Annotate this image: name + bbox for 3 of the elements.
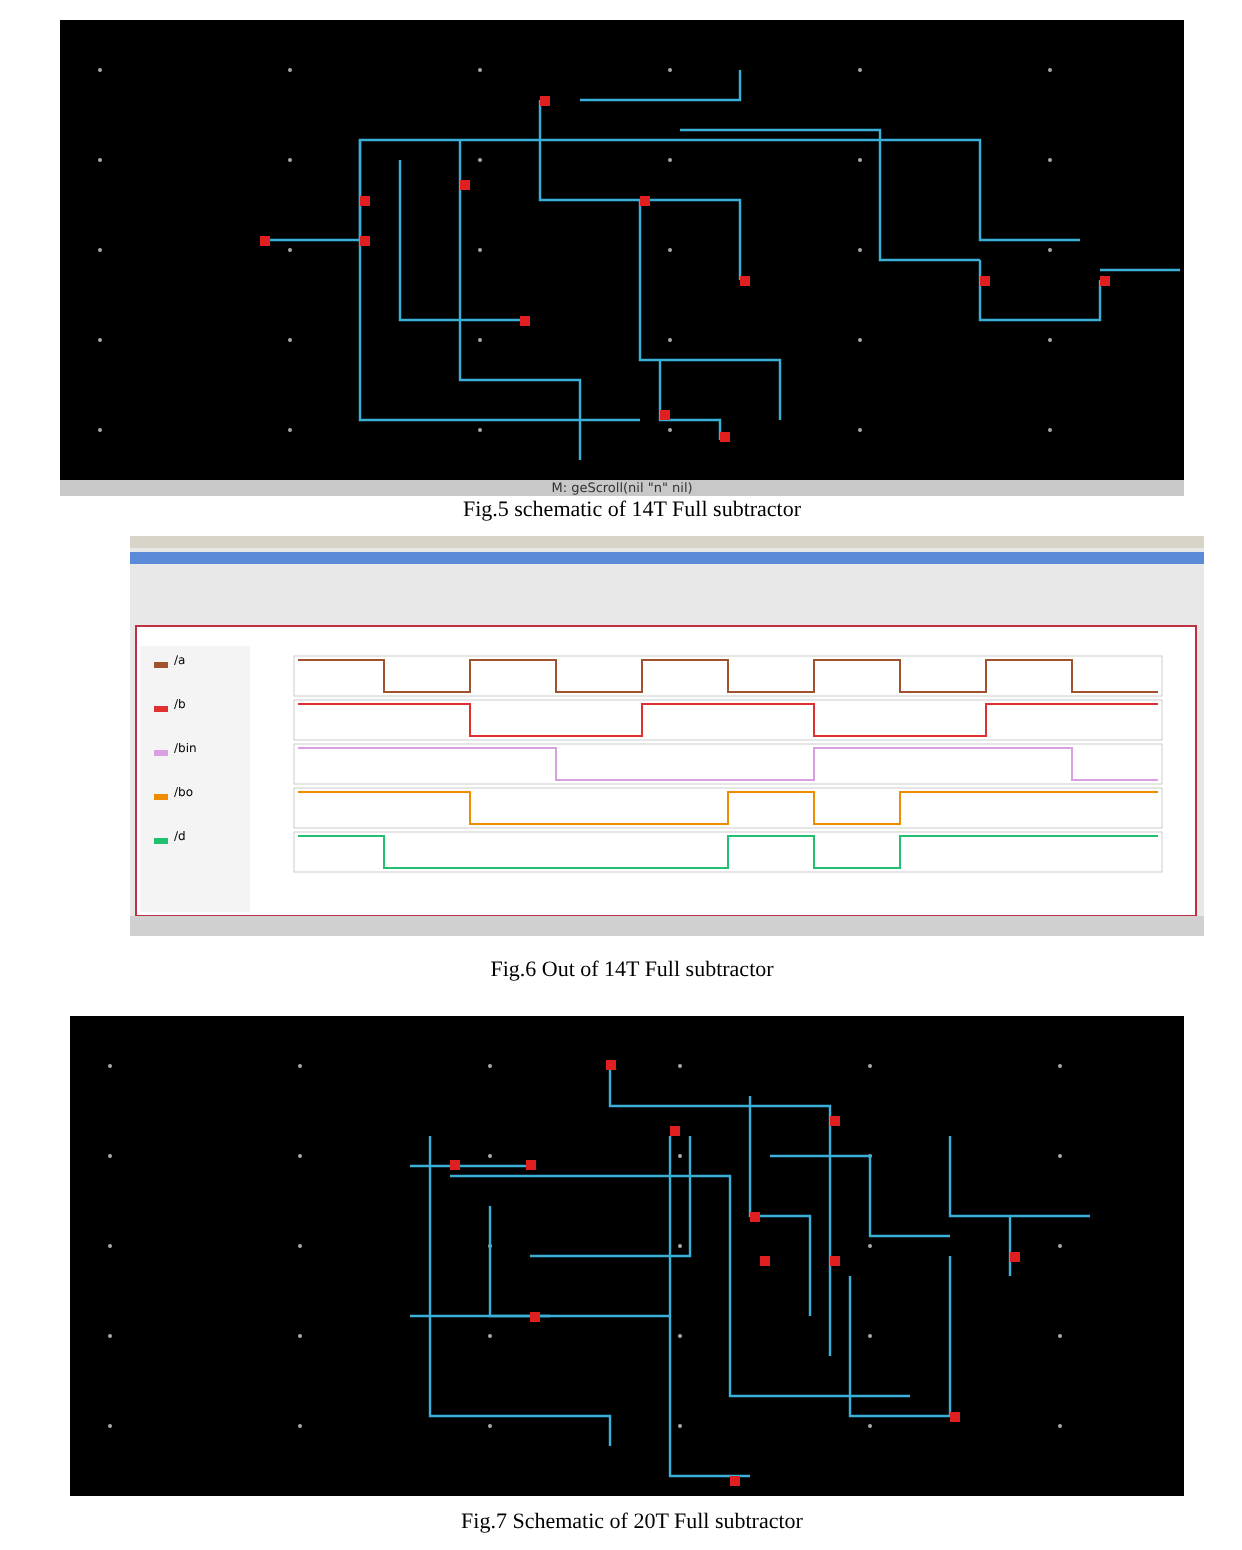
figure-caption: Fig.7 Schematic of 20T Full subtractor bbox=[461, 1510, 803, 1535]
figure-caption: Fig.6 Out of 14T Full subtractor bbox=[490, 958, 774, 983]
figure-caption: Fig.5 schematic of 14T Full subtractor bbox=[462, 498, 802, 523]
